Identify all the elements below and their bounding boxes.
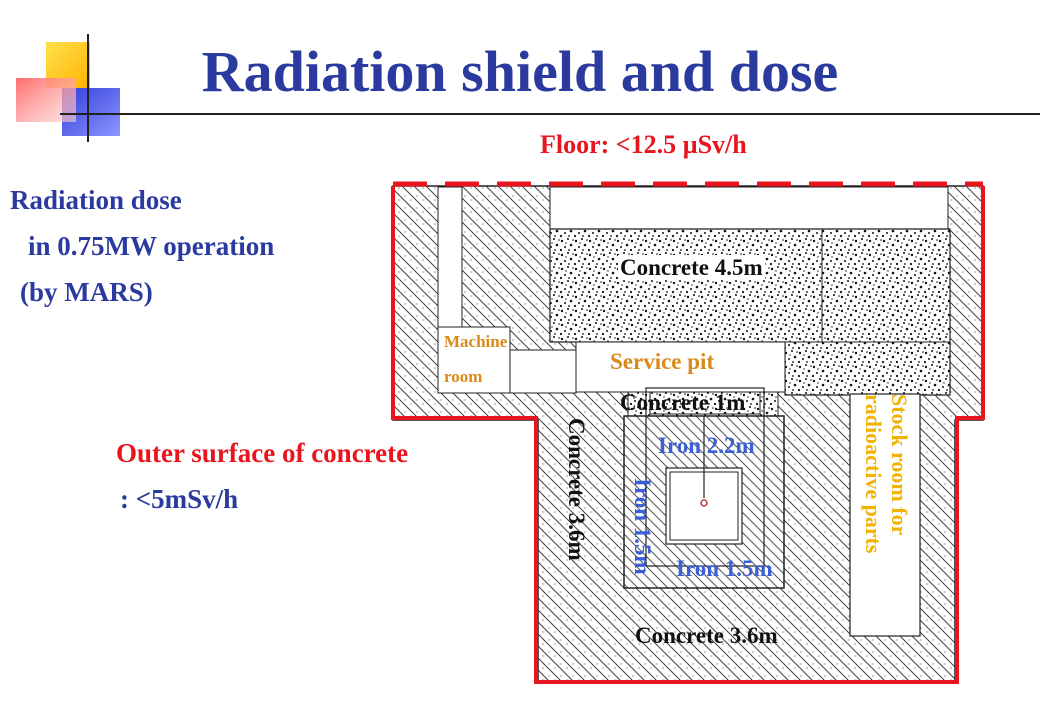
- radiation-dose-line-3: (by MARS): [20, 277, 153, 307]
- stock-room-label-2: radioactive parts: [861, 394, 886, 554]
- target-point: [700, 499, 708, 507]
- machine-room-label-1: Machine: [444, 332, 508, 351]
- concrete-bottom-label: Concrete 3.6m: [635, 623, 778, 648]
- iron-top-label: Iron 2.2m: [658, 433, 755, 458]
- top-open-area: [549, 186, 949, 230]
- stock-room: [849, 393, 921, 637]
- page-title: Radiation shield and dose: [201, 39, 839, 104]
- floor-dose-label: Floor: <12.5 µSv/h: [540, 130, 747, 159]
- title-rule: [60, 113, 1040, 115]
- stock-room-label-1: Stock room for: [887, 394, 912, 536]
- service-pit-label: Service pit: [610, 349, 715, 374]
- machine-room-connector: [509, 349, 577, 394]
- machine-room-column: [437, 186, 463, 328]
- concrete-top-label: Concrete 4.5m: [618, 255, 765, 280]
- dose-boundary-outline: [391, 186, 985, 684]
- iron-core-top: [649, 391, 761, 415]
- iron-inner-frame: [645, 387, 765, 567]
- logo-decoration: [16, 34, 120, 142]
- iron-side-label: Iron 1.5m: [630, 478, 655, 575]
- machine-room-label-2: room: [444, 367, 483, 386]
- machine-room: [437, 326, 511, 394]
- concrete-1m-label: Concrete 1m: [620, 390, 746, 415]
- outer-surface-line-1: Outer surface of concrete: [116, 438, 409, 468]
- concrete-left-label: Concrete 3.6m: [564, 418, 589, 561]
- outer-surface-line-2: : <5mSv/h: [120, 484, 239, 514]
- radiation-dose-line-1: Radiation dose: [10, 185, 182, 215]
- iron-bottom-label: Iron 1.5m: [676, 556, 773, 581]
- radiation-dose-line-2: in 0.75MW operation: [28, 231, 275, 261]
